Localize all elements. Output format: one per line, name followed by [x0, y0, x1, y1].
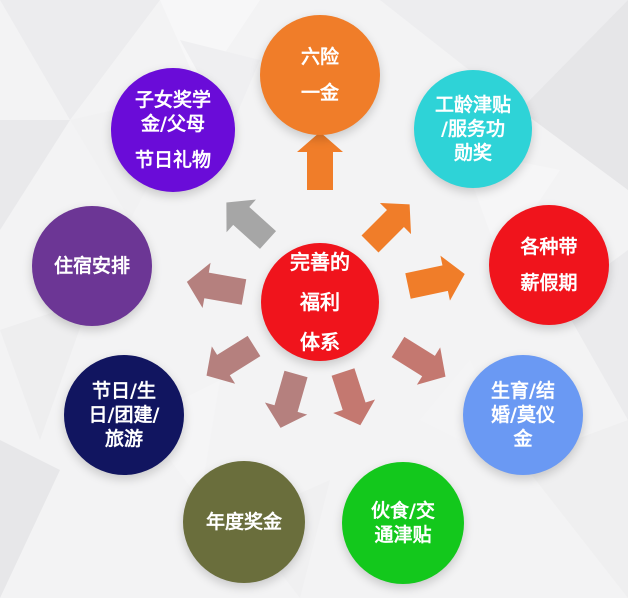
- arrow-up-right: [361, 202, 412, 253]
- arrow-down-center-right: [331, 368, 376, 426]
- node-maternity: 生育/结 婚/莫仪 金: [463, 355, 583, 475]
- node-holidays-line-2: 薪假期: [520, 272, 578, 294]
- center-line-2: 福利: [300, 290, 340, 314]
- arrow-right: [405, 255, 465, 301]
- arrow-down-left: [206, 335, 261, 384]
- arrow-down-center-left: [264, 370, 308, 428]
- node-food-transport-line-2: 通津贴: [374, 524, 432, 546]
- node-holidays: 各种带 薪假期: [489, 205, 609, 325]
- node-food-transport-line-1: 伙食/交: [371, 500, 435, 522]
- node-annual-bonus: 年度奖金: [183, 461, 305, 583]
- node-children-line-2: 金/父母: [141, 113, 205, 135]
- node-six-insurance-line-1: 六险: [300, 46, 339, 68]
- node-six-insurance-line-2: 一金: [300, 82, 339, 104]
- node-six-insurance: 六险 一金: [260, 15, 380, 135]
- center-line-1: 完善的: [290, 250, 350, 274]
- node-holidays-line-1: 各种带: [520, 236, 578, 258]
- node-children-line-3: 节日礼物: [134, 149, 211, 171]
- center-node: 完善的 福利 体系: [261, 243, 379, 361]
- node-maternity-line-3: 金: [513, 428, 533, 450]
- node-housing: 住宿安排: [32, 206, 152, 326]
- center-line-3: 体系: [300, 330, 340, 354]
- node-festival-line-3: 旅游: [104, 428, 143, 450]
- node-housing-line-1: 住宿安排: [53, 255, 130, 277]
- node-maternity-line-2: 婚/莫仪: [491, 404, 555, 426]
- node-maternity-line-1: 生育/结: [491, 380, 555, 402]
- arrow-up: [297, 132, 343, 190]
- node-seniority-line-1: 工龄津贴: [434, 94, 511, 116]
- node-children: 子女奖学 金/父母 节日礼物: [111, 68, 235, 192]
- node-seniority-line-3: 勋奖: [453, 142, 492, 164]
- arrow-down-right: [391, 336, 446, 385]
- arrow-left: [186, 262, 247, 309]
- node-food-transport: 伙食/交 通津贴: [342, 462, 464, 584]
- node-annual-bonus-line-1: 年度奖金: [205, 511, 282, 533]
- node-children-line-1: 子女奖学: [134, 89, 211, 111]
- node-festival-line-2: 日/团建/: [88, 404, 160, 426]
- node-seniority: 工龄津贴 /服务功 勋奖: [414, 70, 532, 188]
- node-seniority-line-2: /服务功: [441, 118, 505, 140]
- node-festival-line-1: 节日/生: [92, 380, 156, 402]
- node-festival: 节日/生 日/团建/ 旅游: [64, 355, 184, 475]
- center-text: 完善的 福利 体系: [290, 249, 350, 355]
- arrow-up-left: [226, 199, 277, 249]
